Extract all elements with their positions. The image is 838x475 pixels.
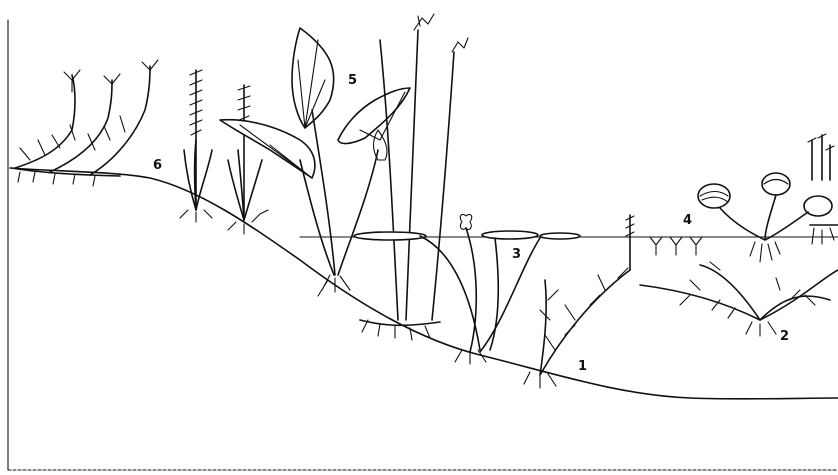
label-zone-4: 4 [683,213,692,228]
zone-6-shore-plants [12,60,158,186]
label-zone-6: 6 [153,158,162,173]
zone-2-submerged-branching-plant [640,262,838,336]
floating-rosette-plants [698,134,838,262]
label-zone-5: 5 [348,73,357,88]
label-zone-3: 3 [512,247,521,262]
zone-5-emergent-plants [220,28,410,296]
zone-4-floating-leaves [354,231,702,255]
label-zone-2: 2 [780,329,789,344]
reed-plants [360,14,468,340]
label-zone-1: 1 [578,359,587,374]
